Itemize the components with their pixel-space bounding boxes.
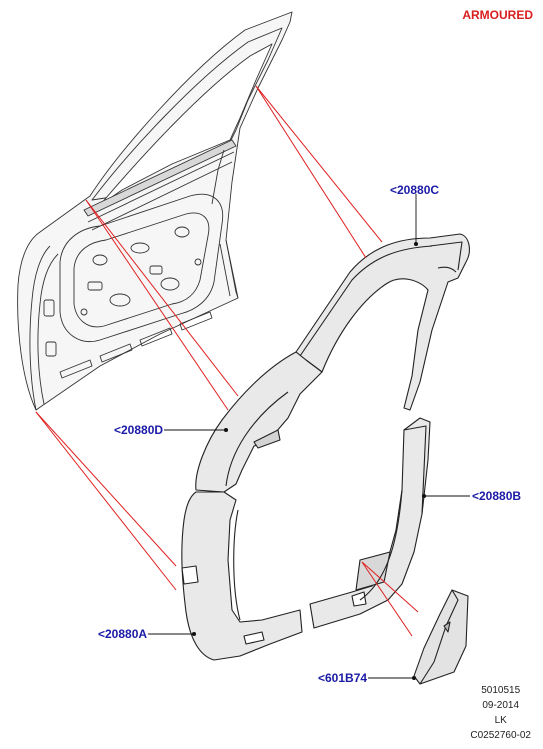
callout-20880C[interactable]: <20880C [390, 183, 440, 197]
illustration-meta: 5010515 09-2014 LK C0252760-02 [470, 683, 531, 743]
seal-20880C [295, 233, 470, 411]
cover-601B74 [413, 589, 469, 685]
callout-601B74[interactable]: <601B74 [318, 671, 368, 685]
illustration-date: 09-2014 [482, 700, 520, 711]
seal-20880B [309, 417, 431, 629]
leader-line-sill-1 [361, 561, 419, 613]
leader-line-mid-1 [85, 199, 239, 397]
callout-20880D[interactable]: <20880D [114, 423, 164, 437]
illustration-reference: C0252760-02 [470, 730, 531, 741]
door-shell [17, 11, 293, 411]
leader-line-top-1 [255, 85, 367, 259]
leader-line-sill-2 [361, 561, 413, 637]
leader-line-low-2 [35, 411, 177, 591]
edition-label: ARMOURED [462, 8, 533, 22]
callout-20880B[interactable]: <20880B [472, 489, 522, 503]
seal-20880D [195, 351, 323, 493]
seal-20880A [181, 491, 303, 661]
callout-leaders [148, 194, 470, 681]
illustration-id: 5010515 [481, 685, 521, 696]
callout-20880A[interactable]: <20880A [98, 627, 148, 641]
leader-line-top-2 [255, 85, 383, 243]
illustration-author: LK [494, 715, 507, 726]
leader-line-mid-2 [85, 199, 229, 411]
red-leader-lines [35, 85, 419, 637]
leader-line-low-1 [35, 411, 177, 567]
